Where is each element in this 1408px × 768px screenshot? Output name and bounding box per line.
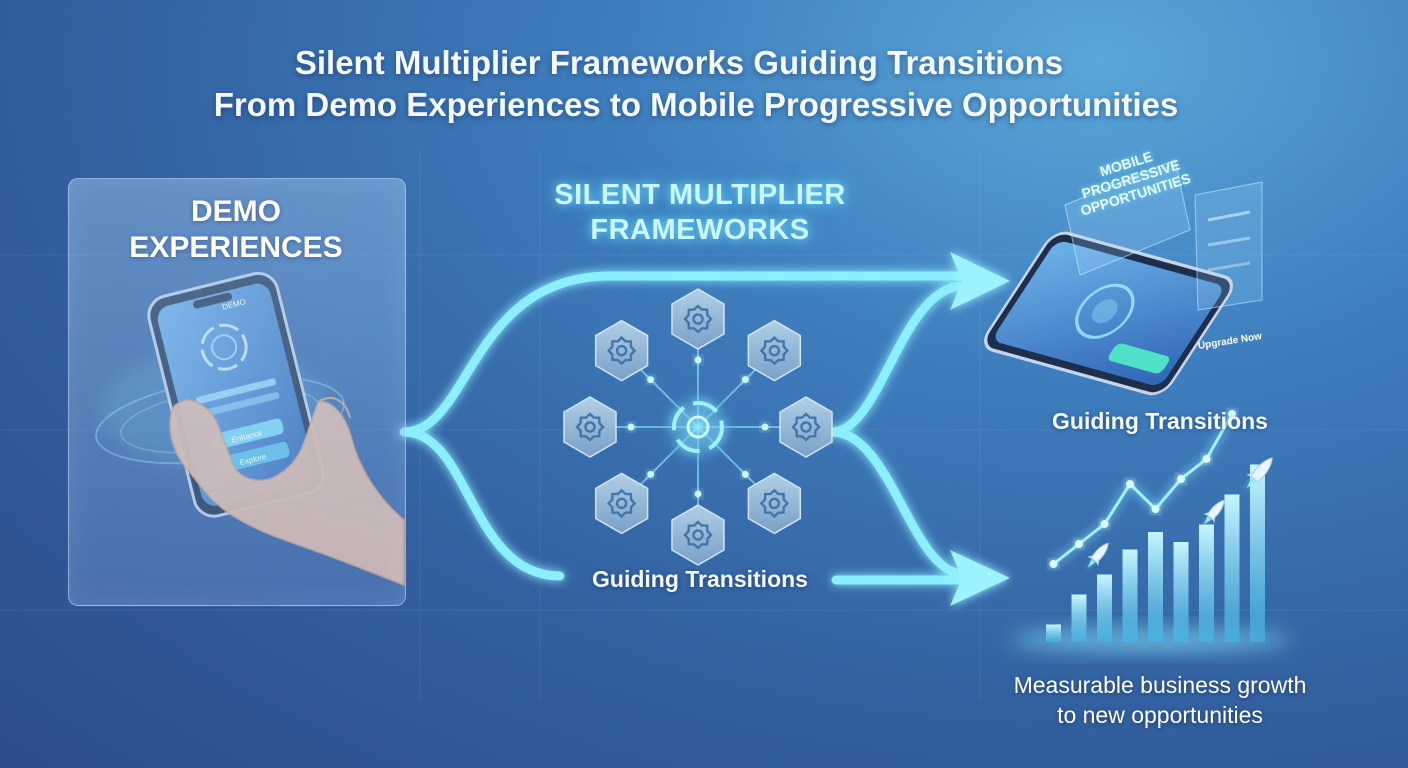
gear-hexagon [671,288,725,350]
mobile-phone-icon [984,231,1233,396]
demo-experiences-title: DEMO EXPERIENCES [68,194,404,266]
arrowhead-lower [950,550,1010,606]
gear-icon [683,304,713,334]
flow-arrows [399,271,965,585]
target-icon [656,385,740,469]
holo-panel-side [1194,181,1263,311]
gear-network [563,288,833,566]
trend-point [1075,540,1083,548]
connector-node [694,356,702,364]
phone-progress-1 [196,378,277,404]
trend-point [1202,455,1211,463]
arrow-demo-lower-branch [399,427,565,581]
connector-node [647,376,655,384]
arrow-demo-upper-branch [399,271,965,437]
connector-node [647,470,655,478]
gear-icon [683,520,713,550]
growth-bar [1097,574,1112,642]
growth-chart [1010,410,1290,652]
trend-point [1126,480,1134,488]
framework-label-line-2: FRAMEWORKS [590,214,810,246]
gear-hexagon [671,504,725,566]
gear-icon [759,488,790,519]
growth-bar [1250,464,1265,642]
growth-caption-line-1: Measurable business growth [1013,672,1307,698]
arrow-heads [950,252,1010,606]
trend-point [1228,410,1236,418]
growth-bar [1173,542,1189,642]
gear-hexagon [594,472,649,535]
growth-bar [1122,549,1138,642]
connector-node [741,470,749,478]
rocket-icon [1087,542,1109,568]
gear-hexagon [747,319,802,382]
growth-caption: Measurable business growth to new opport… [970,670,1350,730]
gear-hexagon [563,396,617,458]
upgrade-now-button [1108,343,1170,374]
growth-bar [1071,594,1087,642]
gear-icon [759,335,790,366]
demo-title-line-1: DEMO [191,195,281,228]
trend-point [1151,505,1160,513]
holo-panels [1064,159,1263,311]
page-title-line-2: From Demo Experiences to Mobile Progress… [213,86,1179,123]
trend-point [1100,520,1109,528]
mobile-phone-illustration [984,159,1263,396]
trend-point [1177,475,1185,483]
connector-node [694,490,702,498]
connector-node [741,376,749,384]
growth-trend-line [1052,413,1234,566]
phone-progress-2 [199,392,280,418]
connector-node [627,423,635,431]
gear-icon [606,335,637,366]
rocket-icon [1246,457,1273,489]
holo-panel-back [1064,159,1191,276]
connector-node [761,423,769,431]
trend-point [1049,560,1058,568]
framework-label-line-1: SILENT MULTIPLIER [554,179,846,211]
phone-button-1 [210,418,284,450]
growth-bar [1199,524,1214,642]
hand-icon [169,399,405,587]
demo-experiences-card [68,178,406,606]
arrow-hub-to-growth [827,427,965,579]
lower-flow-label: Guiding Transitions [592,566,808,592]
gear-icon [791,412,821,442]
growth-caption-line-2: to new opportunities [1057,702,1263,728]
page-title-line-1: Silent Multiplier Frameworks Guiding Tra… [294,44,1064,81]
framework-label: SILENT MULTIPLIER FRAMEWORKS [520,178,880,248]
growth-bar [1148,532,1163,642]
growth-bar [1224,494,1240,642]
gear-icon [606,488,637,519]
arrow-hub-to-mobile [827,281,965,437]
target-icon [200,323,248,371]
gear-hexagon [747,472,802,535]
phone-notch [192,292,233,309]
gear-hexagon [779,396,833,458]
arrowhead-upper [950,252,1010,310]
gear-icon [575,412,605,442]
mobile-phone-screen [995,241,1222,386]
demo-title-line-2: EXPERIENCES [129,231,343,264]
gear-hexagon [594,319,649,382]
rocket-icon [1203,499,1225,525]
demo-phone-illustration [95,271,405,587]
growth-bar [1046,624,1061,642]
mobile-caption: Guiding Transitions [1052,408,1268,434]
